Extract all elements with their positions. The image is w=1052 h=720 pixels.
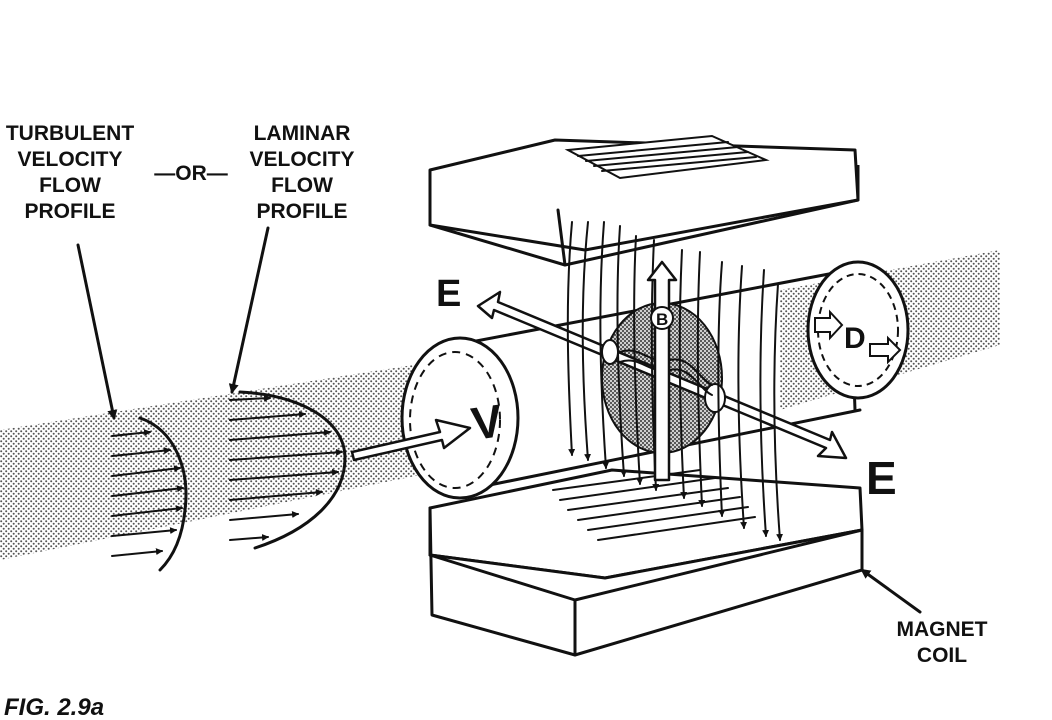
turbulent-profile <box>111 416 188 572</box>
top-magnet-coil <box>428 134 860 267</box>
laminar-profile <box>229 390 347 550</box>
top-coil-windings <box>564 134 770 180</box>
svg-text:PROFILE: PROFILE <box>256 200 347 223</box>
svg-text:LAMINAR: LAMINAR <box>254 122 351 145</box>
b-label: B <box>656 310 668 329</box>
pipe-stream-left <box>0 360 445 560</box>
svg-text:VELOCITY: VELOCITY <box>17 148 122 171</box>
bottom-magnet-coil <box>428 468 864 657</box>
e-left-label: E <box>436 273 461 315</box>
laminar-label: LAMINAR VELOCITY FLOW PROFILE <box>249 122 354 223</box>
e-right-label: E <box>866 452 897 504</box>
velocity-label: V <box>468 394 506 450</box>
svg-text:FLOW: FLOW <box>271 174 333 197</box>
magnet-coil-leader <box>860 568 922 614</box>
turbulent-leader <box>76 243 118 420</box>
right-end-arrows <box>814 309 902 365</box>
svg-text:TURBULENT: TURBULENT <box>6 122 134 145</box>
magnet-coil-label: MAGNET COIL <box>897 618 988 667</box>
flow-arrow <box>350 418 472 462</box>
svg-text:COIL: COIL <box>917 644 967 667</box>
or-label: —OR— <box>154 162 228 185</box>
turbulent-label: TURBULENT VELOCITY FLOW PROFILE <box>6 122 134 223</box>
svg-text:VELOCITY: VELOCITY <box>249 148 354 171</box>
d-label: D <box>844 322 866 355</box>
laminar-leader <box>228 226 270 394</box>
tube-right-end <box>806 260 910 400</box>
svg-text:FLOW: FLOW <box>39 174 101 197</box>
svg-text:PROFILE: PROFILE <box>24 200 115 223</box>
svg-text:MAGNET: MAGNET <box>897 618 988 641</box>
bottom-coil-windings <box>552 469 756 541</box>
tube-left-end <box>400 336 520 500</box>
magnetic-field-lines <box>566 221 784 541</box>
figure-caption: FIG. 2.9a <box>4 694 104 720</box>
